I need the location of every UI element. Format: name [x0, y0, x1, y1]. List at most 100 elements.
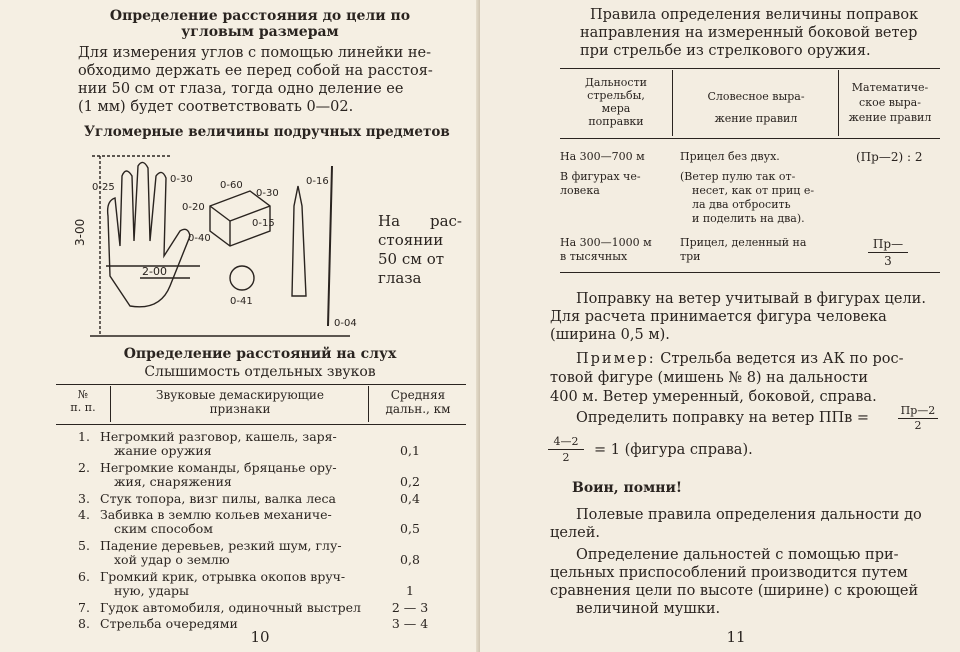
- fraction-denominator: 2: [562, 451, 570, 464]
- wind-row-2-range: В фигурах че- ловека: [560, 170, 672, 198]
- th-distance: Средняя дальн., км: [370, 388, 466, 416]
- wind-row-1-verbal: Прицел без двух.: [680, 150, 780, 163]
- wind-table-bottom: [560, 272, 940, 273]
- row-distance: 1: [406, 583, 414, 598]
- para-line: 400 м. Ветер умеренный, боковой, справа.: [550, 389, 877, 405]
- table-top-rule: [56, 384, 466, 385]
- row-distance: 3 — 4: [391, 616, 429, 631]
- hand-drawing: [106, 161, 191, 308]
- calc-result: = 1 (фигура справа).: [594, 442, 753, 458]
- heading-angular-line2: угловым размерам: [181, 24, 339, 40]
- row-sign-line: Негромкие команды, бряцанье ору-: [100, 460, 337, 475]
- fraction-numerator: 4—2: [548, 434, 584, 450]
- cell-line: В фигурах че-: [560, 170, 641, 183]
- th-line: поправки: [588, 115, 644, 128]
- heading-hearing: Определение расстояний на слух: [123, 346, 397, 362]
- right-page: Правила определения величины поправок на…: [480, 0, 960, 652]
- row-number: 4.: [78, 507, 90, 522]
- wind-row-3-range: На 300—1000 м в тысячных: [560, 236, 672, 264]
- table-row: 5.Падение деревьев, резкий шум, глу-хой …: [78, 539, 458, 567]
- table-divider: [672, 70, 673, 136]
- th-line: Средняя: [390, 388, 446, 402]
- row-sign-line: Стрельба очередями: [100, 616, 238, 631]
- para-line: обходимо держать ее перед собой на расст…: [78, 63, 433, 79]
- left-page: Определение расстояния до цели по угловы…: [56, 8, 468, 646]
- angular-paragraph: Для измерения углов с помощью линейки не…: [78, 44, 468, 116]
- matchbox-drawing: [209, 190, 271, 247]
- wth-verbal: Словесное выра- жение правил: [674, 86, 838, 130]
- row-sign: Негромкий разговор, кашель, заря-жание о…: [100, 430, 370, 458]
- example-paragraph: Пример: Стрельба ведется из АК по рос- т…: [550, 350, 942, 407]
- table-divider: [838, 70, 839, 136]
- row-sign-line: Забивка в землю кольев механиче-: [100, 507, 332, 522]
- rod-drawing: [327, 165, 333, 327]
- label-041: 0-41: [230, 296, 253, 307]
- caption-word: рас-: [429, 212, 462, 230]
- th-line: жение правил: [714, 112, 798, 125]
- th-line: Дальности: [584, 76, 647, 89]
- row-distance: 2 — 3: [391, 600, 429, 615]
- table-row: 4. Забивка в землю кольев механиче-ским с…: [78, 508, 458, 536]
- row-sign-line: Гудок автомобиля, одиночный выстрел: [100, 600, 361, 615]
- table-divider: [110, 386, 111, 422]
- row-sign-line: Негромкий разговор, кашель, заря-: [100, 429, 337, 444]
- fraction-numerator: Пр—2: [898, 404, 938, 419]
- fraction-numerator: Пр—: [868, 236, 908, 253]
- row-sign-line: Громкий крик, отрывка окопов вруч-: [100, 569, 346, 584]
- para-line: Для измерения углов с помощью линейки не…: [78, 45, 431, 61]
- row-number: 6.: [78, 569, 90, 584]
- para-line: сравнения цели по высоте (ширине) с крою…: [550, 583, 919, 599]
- row-sign-line: жание оружия: [114, 443, 212, 458]
- para-line: величиной мушки.: [576, 601, 721, 617]
- th-line: Звуковые демаскирующие: [156, 388, 324, 402]
- caption-word: На: [378, 212, 401, 230]
- row-sign-line: жия, снаряжения: [114, 474, 232, 489]
- para-line: (1 мм) будет соответствовать 0—02.: [78, 99, 354, 115]
- label-015: 0-15: [252, 218, 275, 229]
- label-025: 0-25: [92, 182, 115, 193]
- label-060: 0-60: [220, 180, 243, 191]
- fraction-denominator: 2: [914, 419, 922, 432]
- label-004: 0-04: [334, 318, 357, 329]
- row-sign: Стрельба очередями: [100, 617, 370, 631]
- page-number-right: 11: [726, 628, 746, 646]
- para-line: (ширина 0,5 м).: [550, 327, 670, 343]
- th-line: Математиче-: [851, 81, 929, 94]
- label-300: 3-00: [73, 219, 87, 246]
- para-line: Определение дальностей с помощью при-: [576, 547, 899, 563]
- caption-line: глаза: [378, 269, 422, 287]
- sound-table-body: 1.Негромкий разговор, кашель, заря-жание…: [78, 430, 458, 633]
- calc-fraction: 4—2 2: [548, 434, 584, 465]
- th-line: признаки: [209, 402, 271, 416]
- label-030: 0-30: [170, 174, 193, 185]
- row-sign: Негромкие команды, бряцанье ору-жия, сна…: [100, 461, 370, 489]
- cell-line: (Ветер пулю так от-: [680, 170, 796, 183]
- field-rules-paragraph: Полевые правила определения дальности до…: [550, 506, 942, 542]
- wind-row-1-range: На 300—700 м: [560, 150, 645, 163]
- heading-angular: Определение расстояния до цели по угловы…: [60, 8, 460, 40]
- th-signs: Звуковые демаскирующие признаки: [112, 388, 368, 416]
- heading-wind-line: Правила определения величины поправок: [590, 7, 919, 23]
- row-number: 2.: [78, 460, 90, 475]
- row-sign-line: ским способом: [114, 521, 213, 536]
- table-row: 2. Негромкие команды, бряцанье ору-жия, с…: [78, 461, 458, 489]
- wth-math: Математиче- ское выра- жение правил: [840, 80, 940, 125]
- row-sign: Гудок автомобиля, одиночный выстрел: [100, 601, 370, 615]
- wind-row-3-math: Пр— 3: [868, 236, 908, 269]
- row-sign-line: ную, удары: [114, 583, 189, 598]
- heading-objects: Угломерные величины подручных предметов: [84, 124, 450, 140]
- wind-row-1-math: (Пр—2) : 2: [856, 150, 923, 164]
- th-line: мера: [601, 102, 631, 115]
- row-number: 7.: [78, 600, 90, 615]
- row-sign-line: Стук топора, визг пилы, валка леса: [100, 491, 336, 506]
- para-line: целей.: [550, 525, 600, 541]
- th-line: жение правил: [848, 111, 932, 124]
- th-line: Словесное выра-: [707, 90, 805, 103]
- th-line: ское выра-: [859, 96, 921, 109]
- row-sign-line: хой удар о землю: [114, 552, 230, 567]
- wth-range: Дальности стрельбы, мера поправки: [560, 76, 672, 128]
- heading-wind-line: направления на измеренный боковой ветер: [580, 25, 918, 41]
